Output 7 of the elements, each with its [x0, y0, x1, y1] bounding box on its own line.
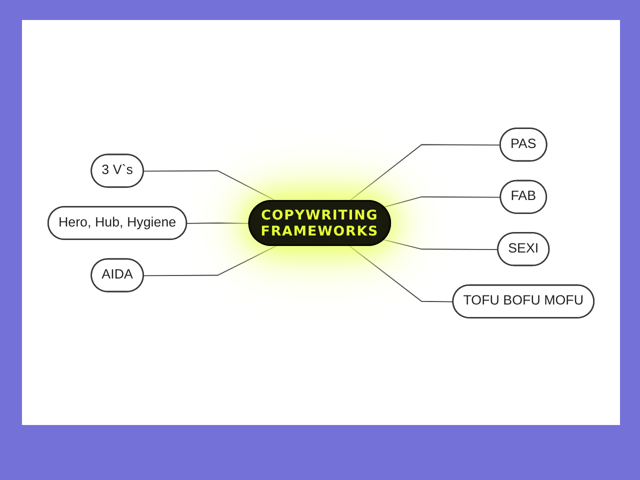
connector	[348, 244, 454, 302]
connector	[348, 144, 502, 202]
connector	[383, 196, 502, 208]
diagram-panel: 3 V`s PAS Hero, Hub, Hygiene COPYWRITING FRAMEWORKS FAB AIDA SEXI TOFU BOFU MOFU	[22, 20, 620, 425]
connector	[186, 222, 250, 224]
connector	[143, 244, 277, 276]
connector	[383, 238, 499, 250]
